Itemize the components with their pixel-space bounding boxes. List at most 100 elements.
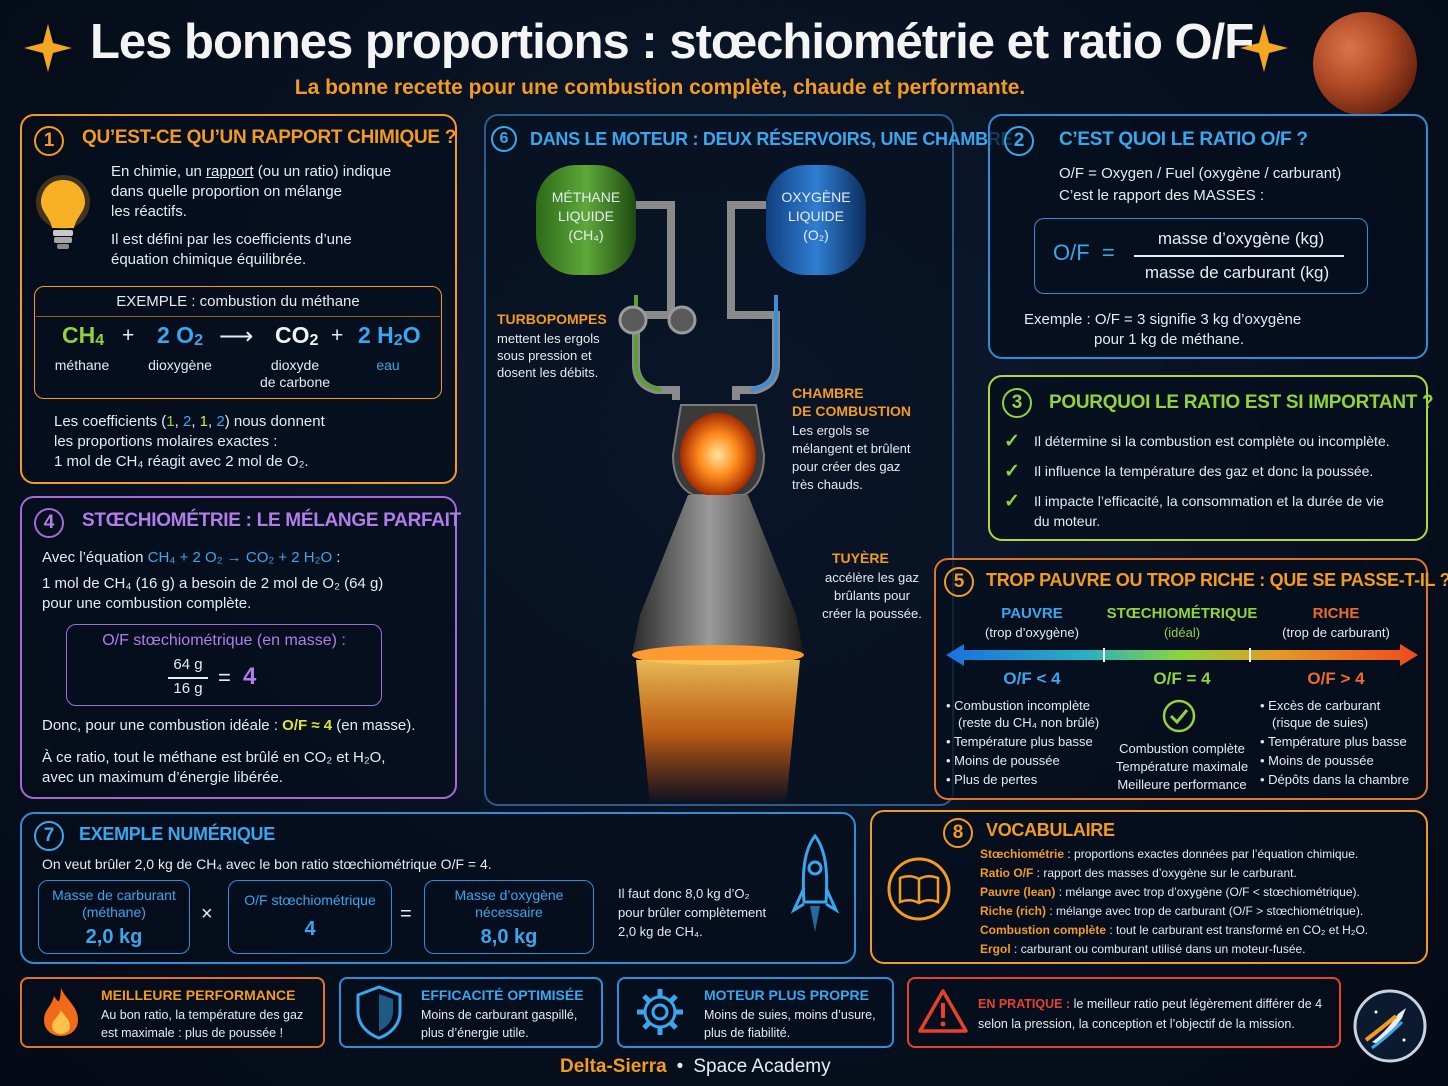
section-1-panel (20, 114, 457, 484)
ratio-spectrum-arrow (946, 644, 1418, 666)
s7-box-ratio (228, 880, 392, 954)
s4-fraction-den: 16 g (173, 680, 203, 697)
label-methane: méthane (54, 357, 110, 373)
rich-value: O/F > 4 (1307, 669, 1365, 688)
s7-box-fuel (38, 880, 190, 954)
s7-box-fuel-label: Masse de carburant(méthane) (52, 887, 176, 920)
section-5-panel (934, 558, 1428, 800)
eq-plus1: + (122, 324, 135, 347)
section-6-title: DANS LE MOTEUR : DEUX RÉSERVOIRS, UNE CH… (530, 129, 1013, 149)
footer-brand: Delta-Sierra•Space Academy (560, 1056, 831, 1077)
s3-item-3: Il impacte l’efficacité, la consommation… (1034, 493, 1384, 529)
section-6-number: 6 (491, 126, 517, 152)
section-3-panel (988, 375, 1428, 541)
section-3-title: POURQUOI LE RATIO EST SI IMPORTANT ? (1049, 392, 1434, 413)
s1-coefficients: Les coefficients (1, 2, 1, 2) nous donne… (54, 413, 325, 470)
card-clean-engine (617, 977, 894, 1048)
poor-label: PAUVRE (1001, 605, 1063, 622)
card-performance-title: MEILLEURE PERFORMANCE (101, 987, 296, 1003)
turbopumps-title: TURBOPOMPES (497, 311, 607, 327)
label-dioxygene: dioxygène (148, 357, 212, 373)
card-efficiency-text: Moins de carburant gaspillé,plus d’énerg… (421, 1008, 578, 1040)
flame-icon (44, 988, 78, 1036)
s1-para1: En chimie, un rapport (ou un ratio) indi… (111, 163, 392, 220)
book-icon (887, 857, 951, 921)
card-clean-engine-text: Moins de suies, moins d’usure,plus de fi… (704, 1008, 876, 1040)
s1-divider (36, 316, 440, 317)
shield-icon (356, 985, 402, 1040)
s1-example-box (34, 286, 442, 399)
stoich-label: STŒCHIOMÉTRIQUE (1106, 605, 1258, 622)
checkmark-icon: ✓ (1004, 491, 1020, 512)
nozzle-title: TUYÈRE (832, 550, 889, 566)
card-clean-engine-title: MOTEUR PLUS PROPRE (704, 987, 869, 1003)
s7-box-ratio-label: O/F stœchiométrique (244, 892, 376, 908)
sparkle-icon-left (24, 24, 72, 72)
s4-line5: À ce ratio, tout le méthane est brûlé en… (42, 749, 386, 786)
stoich-check-icon (1162, 699, 1196, 733)
section-2-panel (988, 114, 1428, 359)
s4-fraction-num: 64 g (173, 656, 203, 673)
sparkle-icon-right (1240, 24, 1288, 72)
s2-formula-bar (1134, 255, 1344, 257)
warning-card (907, 977, 1341, 1048)
section-7-number: 7 (34, 821, 64, 851)
rocket-engine-diagram (536, 165, 866, 805)
vocab-list: Stœchiométrie : proportions exactes donn… (980, 845, 1420, 959)
s7-times: × (201, 903, 213, 925)
eq-o2: 2 O2 (157, 322, 204, 349)
s4-fraction-eq: = (218, 665, 231, 690)
section-7-panel (20, 812, 856, 964)
s2-formula-lhs: O/F = (1053, 240, 1115, 265)
poor-value: O/F < 4 (1003, 669, 1061, 688)
s7-equals: = (400, 903, 412, 925)
s2-example: Exemple : O/F = 3 signifie 3 kg d’oxygèn… (1024, 311, 1302, 348)
card-efficiency-title: EFFICACITÉ OPTIMISÉE (421, 987, 584, 1003)
s2-formula-box (1034, 218, 1368, 294)
section-2-number: 2 (1004, 126, 1034, 156)
vocab-item: Stœchiométrie : proportions exactes donn… (980, 847, 1359, 861)
section-3-number: 3 (1002, 388, 1032, 418)
s2-formula-denominator: masse de carburant (kg) (1144, 263, 1330, 282)
section-5-title: TROP PAUVRE OU TROP RICHE : QUE SE PASSE… (986, 570, 1448, 590)
section-4-panel (20, 496, 457, 799)
label-eau: eau (376, 357, 400, 373)
rapport-link: rapport (206, 163, 254, 180)
s2-line2: C’est le rapport des MASSES : (1059, 187, 1265, 204)
academy-logo (1353, 989, 1427, 1063)
eq-plus2: + (331, 324, 344, 347)
section-8-number: 8 (943, 818, 973, 848)
s4-box-title: O/F stœchiométrique (en masse) : (102, 632, 346, 649)
s2-line1: O/F = Oxygen / Fuel (oxygène / carburant… (1059, 165, 1342, 182)
poor-items: • Combustion incomplète(reste du CH₄ non… (946, 698, 1100, 787)
s3-item-1: Il détermine si la combustion est complè… (1034, 433, 1390, 449)
section-8-title: VOCABULAIRE (986, 820, 1115, 840)
s2-formula-numerator: masse d’oxygène (kg) (1157, 229, 1325, 248)
eq-arrow: ⟶ (219, 323, 254, 350)
s1-example-label: EXEMPLE : combustion du méthane (116, 293, 360, 310)
s4-fraction-value: 4 (243, 663, 257, 690)
section-4-number: 4 (34, 508, 64, 538)
rich-items: • Excès de carburant(risque de suies)• T… (1260, 698, 1410, 787)
stoich-sublabel: (idéal) (1163, 625, 1201, 640)
stoich-value: O/F = 4 (1153, 669, 1211, 688)
section-7-title: EXEMPLE NUMÉRIQUE (79, 824, 275, 844)
eq-ch4: CH4 (62, 322, 105, 349)
vocab-item: Combustion complète : tout le carburant … (980, 923, 1369, 937)
rich-label: RICHE (1312, 605, 1360, 622)
s4-line4: Donc, pour une combustion idéale : O/F ≈… (42, 717, 416, 734)
s7-intro: On veut brûler 2,0 kg de CH₄ avec le bon… (42, 856, 492, 872)
section-2-title: C’EST QUOI LE RATIO O/F ? (1059, 129, 1308, 150)
vocab-item: Riche (rich) : mélange avec trop de carb… (980, 904, 1364, 918)
page-subtitle: La bonne recette pour une combustion com… (294, 76, 1026, 99)
